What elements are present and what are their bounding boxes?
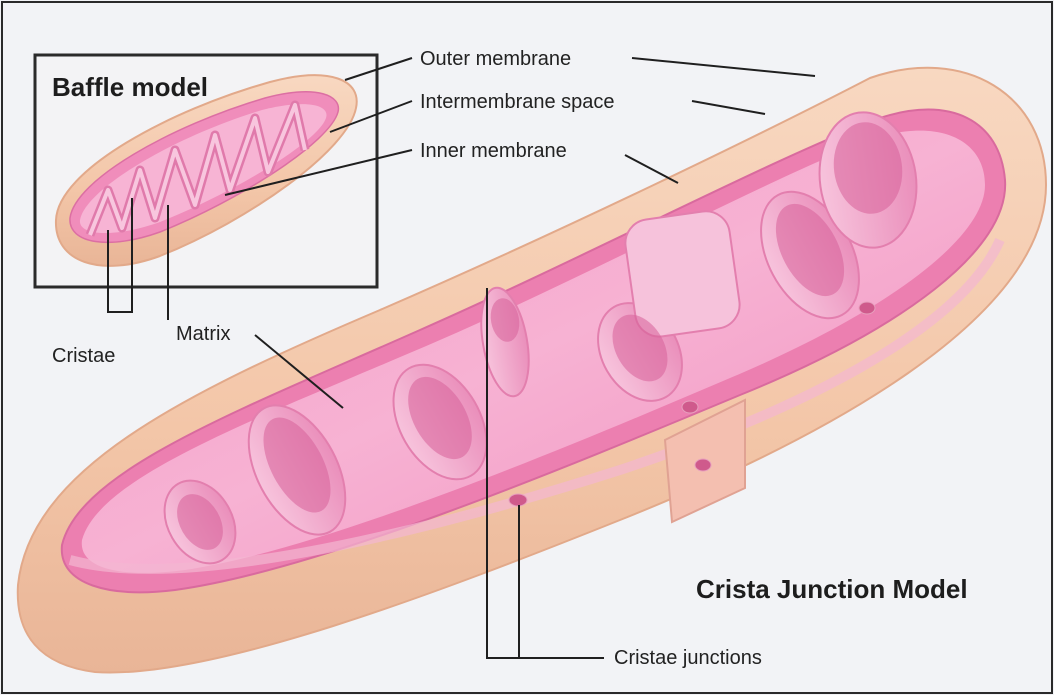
label-matrix: Matrix	[176, 324, 230, 344]
label-cristae: Cristae	[52, 346, 115, 366]
baffle-model-title: Baffle model	[52, 74, 208, 100]
label-cristae-junctions: Cristae junctions	[614, 648, 762, 668]
label-intermembrane-space: Intermembrane space	[420, 92, 615, 112]
crista-junction-model-title: Crista Junction Model	[696, 576, 968, 602]
label-inner-membrane: Inner membrane	[420, 141, 567, 161]
label-outer-membrane: Outer membrane	[420, 49, 571, 69]
